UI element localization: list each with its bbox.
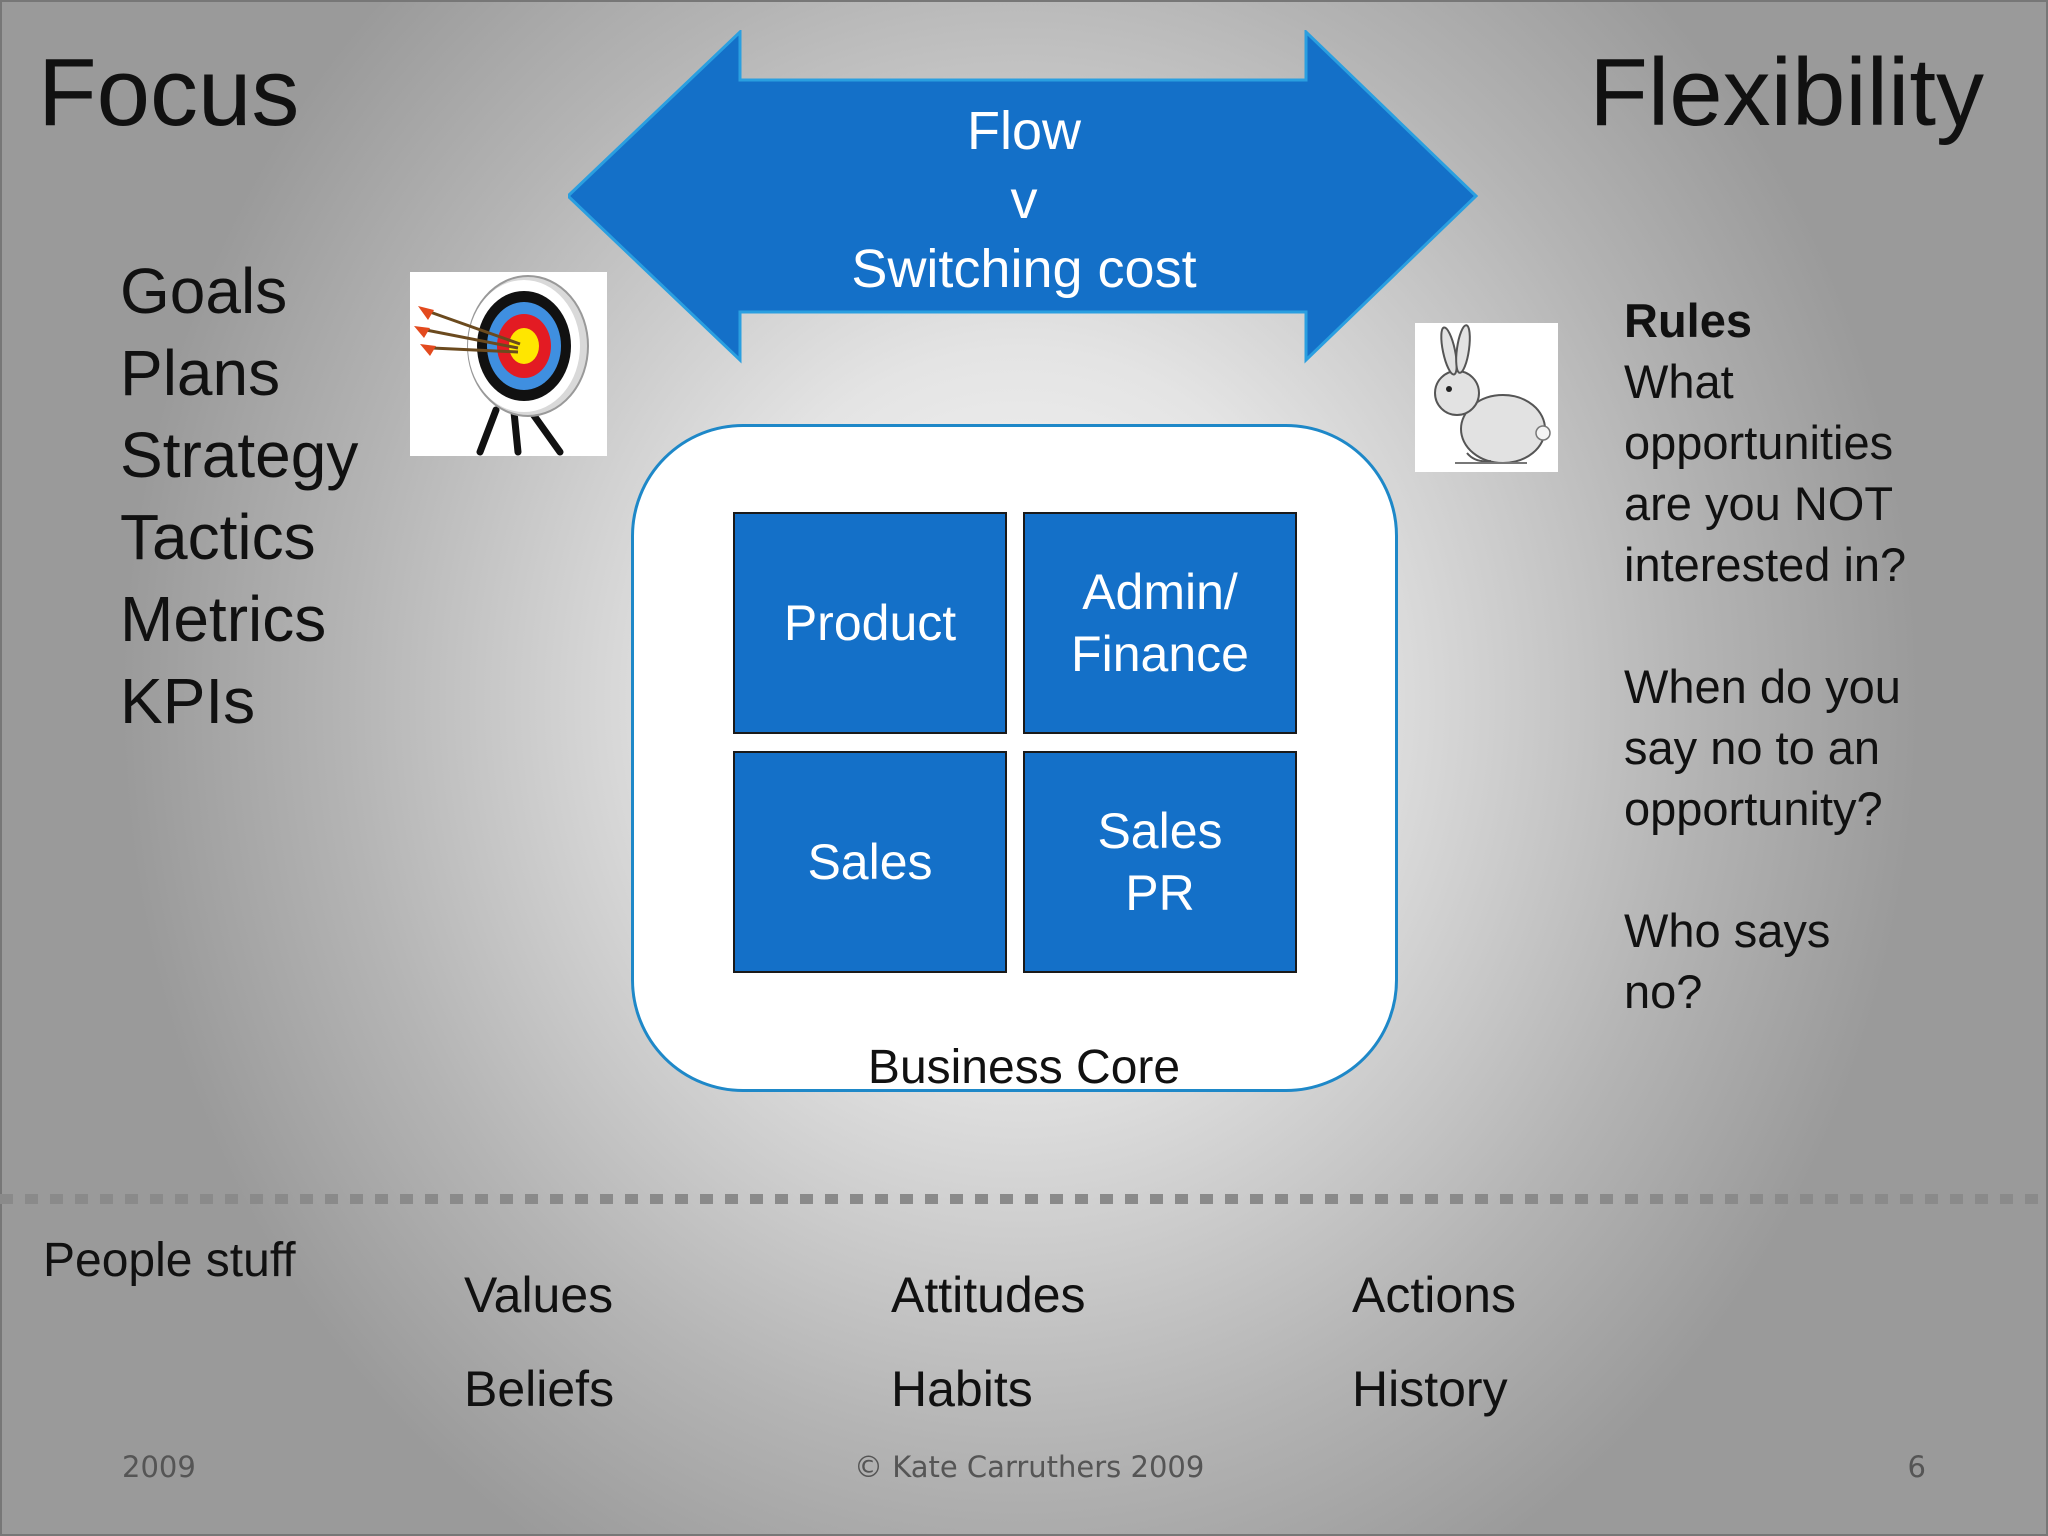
tile-admin-line1: Admin/ — [1082, 564, 1238, 620]
tile-sales-label: Sales — [807, 834, 933, 890]
footer-date: 2009 — [122, 1450, 196, 1484]
rules-q1-line: What — [1624, 355, 1734, 408]
people-stuff-label: People stuff — [43, 1234, 296, 1287]
tile-product: Product — [733, 512, 1007, 734]
arrow-label: Flow v Switching cost — [724, 97, 1324, 304]
tile-salespr-line1: Sales — [1097, 803, 1223, 859]
people-word-history: History — [1352, 1361, 1508, 1417]
tile-sales-pr: Sales PR — [1023, 751, 1297, 973]
rules-q1-line: are you NOT — [1624, 477, 1894, 530]
people-word-actions: Actions — [1352, 1267, 1516, 1323]
focus-title: Focus — [38, 39, 300, 146]
rules-q3-line: no? — [1624, 965, 1703, 1018]
business-core-label: Business Core — [867, 1041, 1181, 1094]
arrow-line-flow: Flow — [966, 101, 1081, 161]
rules-column: Rules What opportunities are you NOT int… — [1624, 290, 1906, 1022]
people-word-beliefs: Beliefs — [464, 1361, 615, 1417]
arrow-line-switching-cost: Switching cost — [851, 239, 1197, 299]
arrow-line-v: v — [1010, 170, 1038, 230]
business-core-box: Product Admin/ Finance Sales Sales PR — [631, 424, 1398, 1092]
people-word-values: Values — [464, 1267, 614, 1323]
tile-product-label: Product — [783, 595, 957, 651]
archery-target-icon — [410, 272, 607, 456]
people-word-attitudes: Attitudes — [891, 1267, 1086, 1323]
focus-item: Goals — [120, 255, 288, 327]
tile-admin-line2: Finance — [1071, 626, 1249, 682]
rules-q2-line: opportunity? — [1624, 782, 1883, 835]
focus-item: KPIs — [120, 665, 256, 737]
spacer — [1624, 595, 1906, 656]
focus-item: Plans — [120, 337, 281, 409]
focus-item: Tactics — [120, 501, 316, 573]
focus-list: Goals Plans Strategy Tactics Metrics KPI… — [120, 250, 358, 742]
rules-q2-line: say no to an — [1624, 721, 1881, 774]
footer-page-number: 6 — [1907, 1450, 1926, 1484]
rules-q1-line: interested in? — [1624, 538, 1907, 591]
focus-item: Strategy — [120, 419, 359, 491]
rules-q3-line: Who says — [1624, 904, 1831, 957]
rules-q2-line: When do you — [1624, 660, 1901, 713]
rules-heading: Rules — [1624, 294, 1752, 347]
focus-item: Metrics — [120, 583, 327, 655]
people-word-habits: Habits — [891, 1361, 1033, 1417]
footer-copyright: © Kate Carruthers 2009 — [854, 1450, 1205, 1484]
rules-q1-line: opportunities — [1624, 416, 1894, 469]
dashed-divider — [0, 1194, 2048, 1204]
spacer — [1624, 839, 1906, 900]
tile-sales: Sales — [733, 751, 1007, 973]
flexibility-title: Flexibility — [1589, 39, 1984, 146]
tile-admin-finance: Admin/ Finance — [1023, 512, 1297, 734]
rabbit-icon — [1415, 323, 1558, 472]
double-arrow — [568, 30, 1479, 364]
tile-salespr-line2: PR — [1125, 865, 1195, 921]
